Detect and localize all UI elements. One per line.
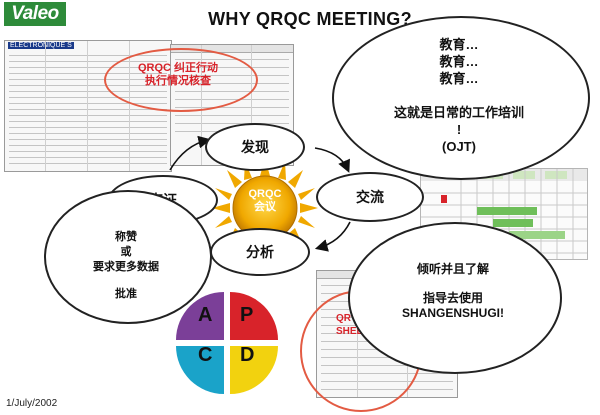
arrow-communicate-to-analyze	[314, 221, 351, 252]
step-communicate: 交流	[316, 172, 424, 222]
training-line: (OJT)	[442, 139, 476, 154]
pdca-letter-c: C	[198, 344, 213, 366]
praise-cloud	[44, 190, 212, 324]
footer-date: 1/July/2002	[6, 398, 58, 409]
listen-line: 倾听并且了解	[416, 262, 489, 276]
arrow-verify-to-discover	[169, 135, 212, 171]
pdca-quadrant-c	[176, 346, 224, 394]
training-cloud-text: 教育… 教育… 教育… 这就是日常的工作培训 ! (OJT)	[352, 36, 566, 155]
training-line: !	[456, 122, 462, 137]
training-line: 教育…	[439, 71, 479, 86]
praise-cloud-text: 称赞 或 要求更多数据 批准	[58, 230, 194, 302]
qrqc-meeting-text: QRQC 会议	[248, 188, 282, 213]
step-analyze-label: 分析	[246, 244, 274, 260]
praise-line: 或	[120, 246, 132, 258]
pdca-quadrant-d	[230, 346, 278, 394]
step-discover-label: 发现	[241, 139, 269, 155]
training-line: 这就是日常的工作培训	[393, 105, 524, 120]
cycle-arrows	[169, 135, 351, 252]
training-cloud	[332, 16, 590, 180]
qrqc-meeting-label: QRQC 会议	[228, 188, 302, 214]
document-header-label: ELECTRONIQUE S	[8, 42, 74, 49]
listen-line: 指导去使用	[422, 291, 483, 305]
arrow-discover-to-communicate	[314, 147, 350, 173]
listen-line: SHANGENSHUGI!	[401, 306, 504, 320]
praise-line	[58, 275, 194, 287]
listen-cloud-text: 倾听并且了解 指导去使用 SHANGENSHUGI!	[368, 262, 538, 321]
step-analyze: 分析	[210, 228, 310, 276]
pdca-quadrant-a	[176, 292, 224, 340]
training-line: 教育…	[439, 54, 479, 69]
praise-line: 称赞	[115, 231, 137, 243]
qrqc-sheet-text: QR SHEE	[336, 313, 364, 337]
valeo-logo: Valeo	[4, 2, 66, 26]
praise-line: 要求更多数据	[93, 261, 159, 273]
pdca-wheel	[176, 292, 278, 394]
corrective-action-ring	[104, 48, 258, 112]
listen-cloud	[348, 222, 562, 374]
training-line: 教育…	[439, 37, 479, 52]
praise-line: 批准	[115, 288, 137, 300]
pdca-letter-a: A	[198, 304, 213, 326]
qrqc-sheet-callout: QR SHEE	[336, 312, 376, 338]
step-discover: 发现	[205, 123, 305, 171]
pdca-quadrant-p	[230, 292, 278, 340]
training-line	[352, 87, 566, 104]
page-title: WHY QRQC MEETING?	[208, 9, 412, 29]
corrective-action-text: QRQC 纠正行动 执行情况核查	[137, 62, 219, 87]
corrective-action-callout: QRQC 纠正行动 执行情况核查	[118, 62, 238, 88]
pdca-letter-p: P	[240, 304, 254, 326]
step-communicate-label: 交流	[356, 189, 384, 205]
pdca-letter-d: D	[240, 344, 255, 366]
listen-line	[368, 277, 538, 291]
